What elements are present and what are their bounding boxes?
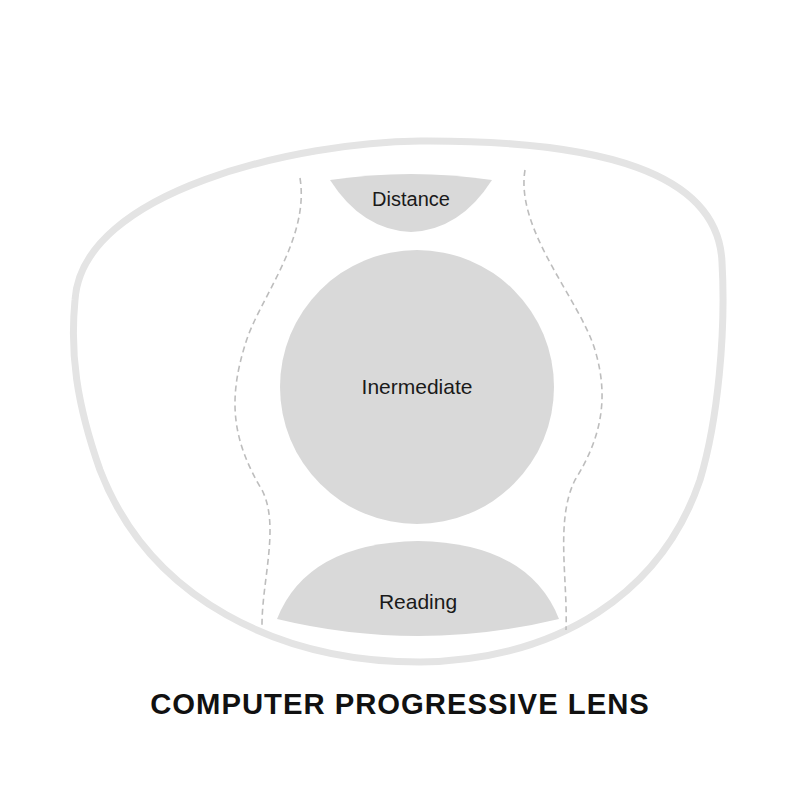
zone-fill bbox=[330, 174, 492, 232]
zone-label: Reading bbox=[379, 590, 457, 614]
diagram-title: COMPUTER PROGRESSIVE LENS bbox=[0, 688, 800, 721]
lens-outline bbox=[73, 141, 723, 662]
reading-zone: Reading bbox=[277, 541, 559, 643]
distance-zone: Distance bbox=[330, 172, 492, 232]
intermediate-zone: Inermediate bbox=[280, 250, 554, 524]
zone-label: Inermediate bbox=[362, 375, 473, 399]
zone-fill bbox=[280, 250, 554, 524]
zone-fill bbox=[277, 541, 559, 636]
zone-label: Distance bbox=[372, 188, 450, 211]
